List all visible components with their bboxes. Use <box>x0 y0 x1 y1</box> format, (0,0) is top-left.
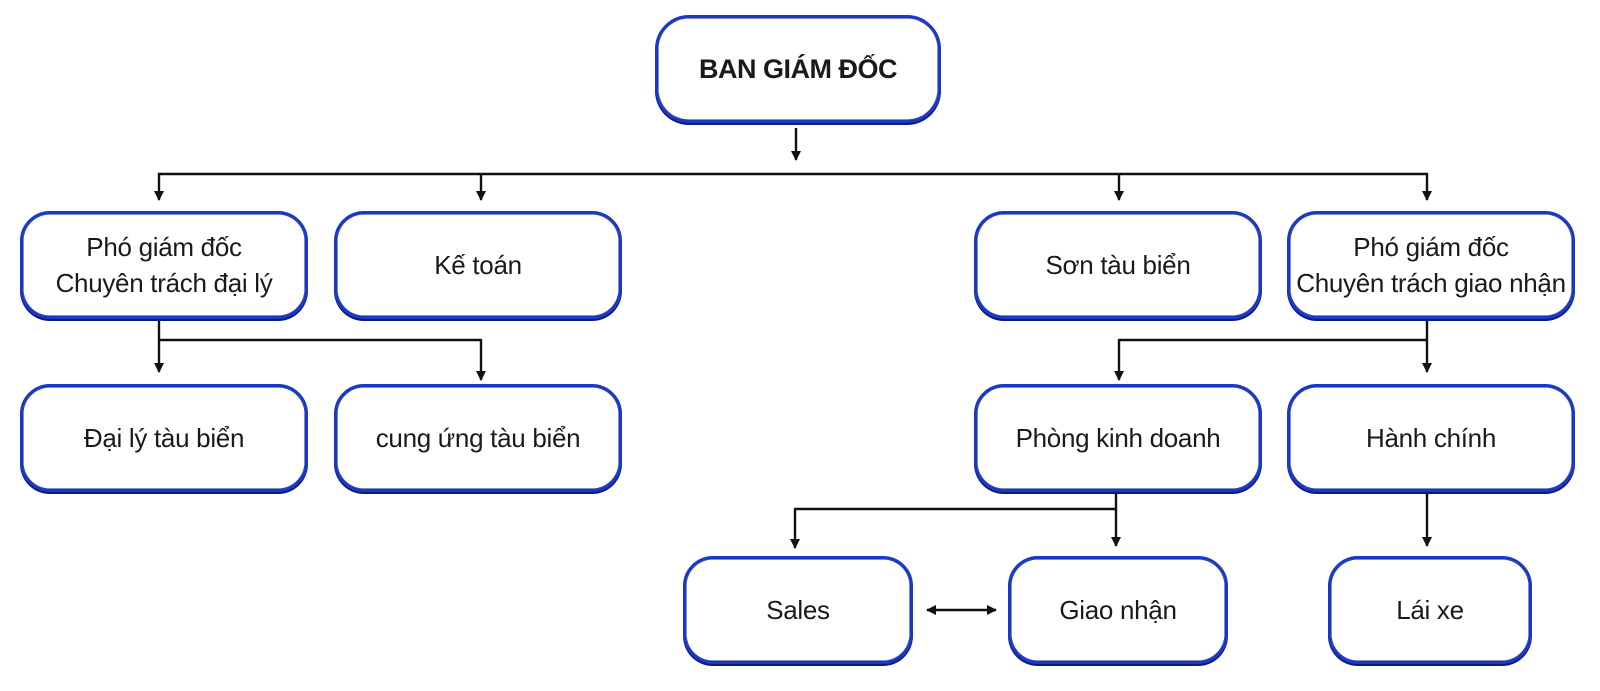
node-pho-giam-doc-giao-nhan: Phó giám đốc Chuyên trách giao nhận <box>1287 211 1575 319</box>
node-sales-label: Sales <box>766 595 830 625</box>
node-son-tau-bien: Sơn tàu biển <box>974 211 1262 319</box>
node-lai-xe: Lái xe <box>1328 556 1532 664</box>
node-ke-toan: Kế toán <box>334 211 622 319</box>
node-giao-nhan: Giao nhận <box>1008 556 1228 664</box>
node-hanh-chinh-label: Hành chính <box>1366 423 1496 453</box>
node-phong-kinh-doanh: Phòng kinh doanh <box>974 384 1262 492</box>
node-ke-toan-label: Kế toán <box>434 250 522 280</box>
node-phong-kinh-doanh-label: Phòng kinh doanh <box>1015 423 1221 453</box>
node-son-tau-bien-label: Sơn tàu biển <box>1045 250 1191 280</box>
node-ban-giam-doc-label: BAN GIÁM ĐỐC <box>699 54 898 84</box>
node-lai-xe-label: Lái xe <box>1396 595 1464 625</box>
node-pho-giam-doc-dai-ly-line2: Chuyên trách đại lý <box>55 268 273 298</box>
node-ban-giam-doc: BAN GIÁM ĐỐC <box>655 15 941 123</box>
node-pho-giam-doc-giao-nhan-line2: Chuyên trách giao nhận <box>1296 268 1566 298</box>
node-hanh-chinh: Hành chính <box>1287 384 1575 492</box>
node-cung-ung-tau-bien: cung ứng tàu biển <box>334 384 622 492</box>
node-pho-giam-doc-giao-nhan-line1: Phó giám đốc <box>1353 232 1509 262</box>
node-sales: Sales <box>683 556 913 664</box>
node-giao-nhan-label: Giao nhận <box>1059 595 1177 625</box>
node-cung-ung-tau-bien-label: cung ứng tàu biển <box>375 423 581 453</box>
node-dai-ly-tau-bien: Đại lý tàu biển <box>20 384 308 492</box>
node-dai-ly-tau-bien-label: Đại lý tàu biển <box>83 423 245 453</box>
node-pho-giam-doc-dai-ly-line1: Phó giám đốc <box>86 232 242 262</box>
node-pho-giam-doc-dai-ly: Phó giám đốc Chuyên trách đại lý <box>20 211 308 319</box>
